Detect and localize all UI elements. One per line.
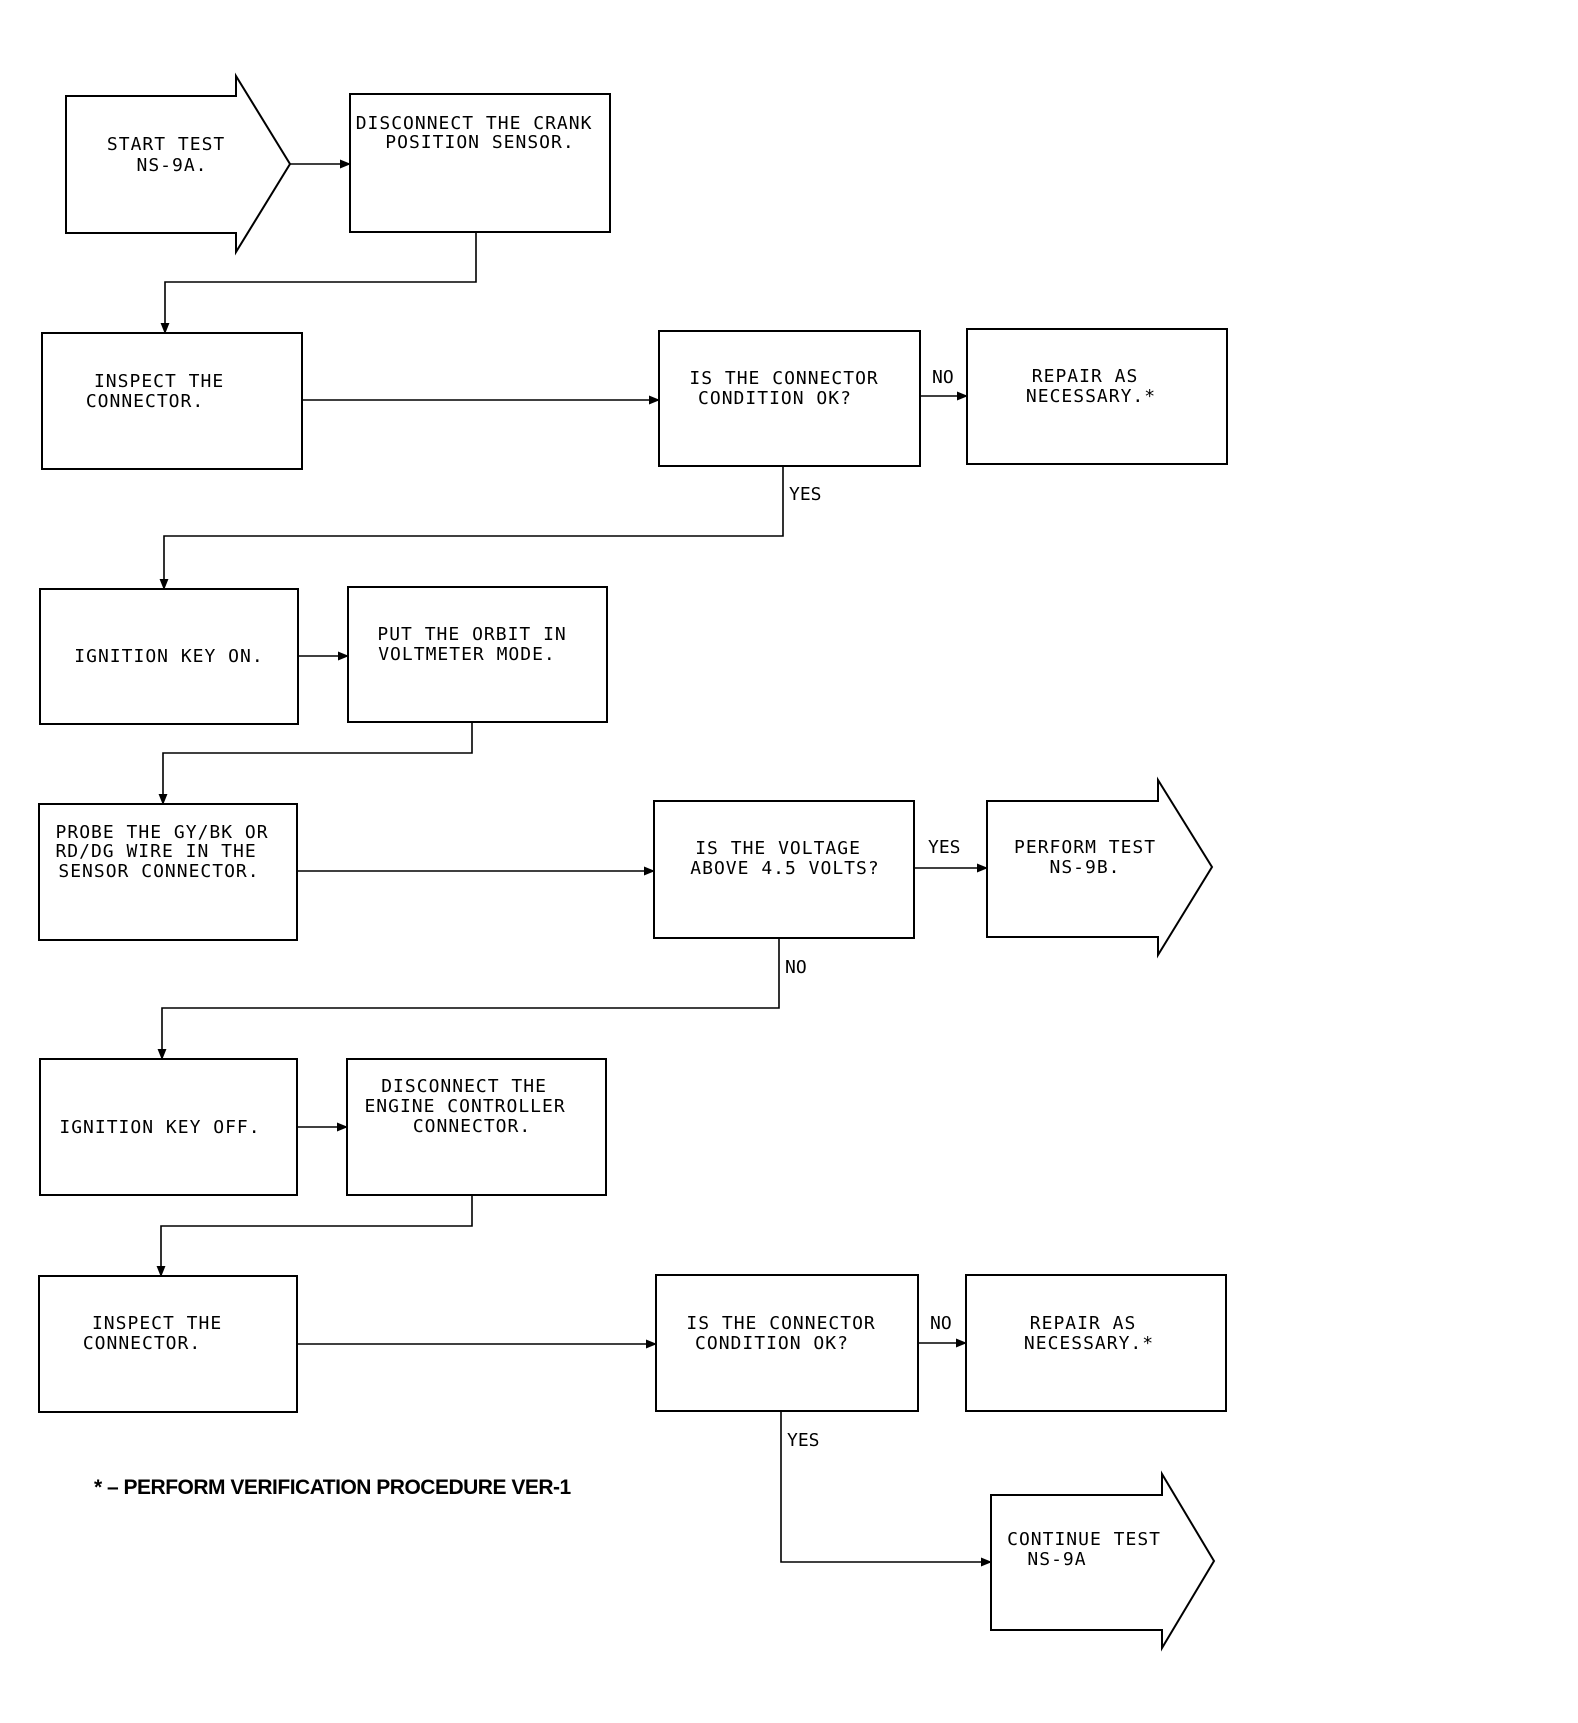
ignition-off-text: IGNITION KEY OFF. (59, 1117, 260, 1138)
label-voltage-no: NO (785, 957, 807, 978)
decision-connector-text-2: IS THE CONNECTOR CONDITION OK? (686, 1313, 887, 1354)
decision-connector-box-1: IS THE CONNECTOR CONDITION OK? (658, 330, 921, 467)
ignition-on-box: IGNITION KEY ON. (39, 588, 299, 725)
footnote: * – PERFORM VERIFICATION PROCEDURE VER-1 (94, 1476, 571, 1499)
repair-box-2: REPAIR AS NECESSARY.* (965, 1274, 1227, 1412)
disconnect-ecm-text: DISCONNECT THE ENGINE CONTROLLER CONNECT… (364, 1076, 577, 1137)
inspect-connector-text-2: INSPECT THE CONNECTOR. (83, 1313, 234, 1354)
decision-voltage-box: IS THE VOLTAGE ABOVE 4.5 VOLTS? (653, 800, 915, 939)
disconnect-crank-text: DISCONNECT THE CRANK POSITION SENSOR. (356, 113, 605, 153)
put-orbit-text: PUT THE ORBIT IN VOLTMETER MODE. (377, 624, 578, 665)
inspect-connector-box-2: INSPECT THE CONNECTOR. (38, 1275, 298, 1413)
repair-box-1: REPAIR AS NECESSARY.* (966, 328, 1228, 465)
decision-connector-box-2: IS THE CONNECTOR CONDITION OK? (655, 1274, 919, 1412)
continue-test-9a-text: CONTINUE TEST NS-9A (1007, 1529, 1173, 1570)
probe-text: PROBE THE GY/BK OR RD/DG WIRE IN THE SEN… (55, 822, 280, 882)
ignition-on-text: IGNITION KEY ON. (74, 646, 263, 667)
connector-orbit-to-probe (158, 722, 473, 806)
connector-voltage-no (157, 938, 780, 1061)
label-decision-1-yes: YES (789, 484, 822, 505)
disconnect-crank-box: DISCONNECT THE CRANK POSITION SENSOR. (349, 93, 611, 233)
repair-text-2: REPAIR AS NECESSARY.* (1024, 1313, 1154, 1354)
decision-voltage-text: IS THE VOLTAGE ABOVE 4.5 VOLTS? (690, 838, 879, 879)
label-decision-1-no: NO (932, 367, 954, 388)
connector-disconnect-to-inspect (160, 232, 477, 335)
connectors (156, 159, 993, 1567)
put-orbit-box: PUT THE ORBIT IN VOLTMETER MODE. (347, 586, 608, 723)
perform-test-9b-text: PERFORM TEST NS-9B. (1014, 837, 1168, 878)
connector-decision-1-yes (159, 466, 784, 591)
repair-text-1: REPAIR AS NECESSARY.* (1026, 366, 1156, 407)
ignition-off-box: IGNITION KEY OFF. (39, 1058, 298, 1196)
label-voltage-yes: YES (928, 837, 961, 858)
start-text: START TEST NS-9A. (107, 134, 237, 176)
connector-decision-2-yes (780, 1411, 993, 1567)
label-decision-2-yes: YES (787, 1430, 820, 1451)
perform-test-9b-arrow: PERFORM TEST NS-9B. (986, 776, 1214, 959)
decision-connector-text-1: IS THE CONNECTOR CONDITION OK? (689, 368, 890, 409)
probe-box: PROBE THE GY/BK OR RD/DG WIRE IN THE SEN… (38, 803, 298, 941)
label-decision-2-no: NO (930, 1313, 952, 1334)
continue-test-9a-arrow: CONTINUE TEST NS-9A (990, 1470, 1216, 1652)
inspect-connector-box-1: INSPECT THE CONNECTOR. (41, 332, 303, 470)
start-arrow: START TEST NS-9A. (65, 72, 292, 256)
disconnect-ecm-box: DISCONNECT THE ENGINE CONTROLLER CONNECT… (346, 1058, 607, 1196)
inspect-connector-text-1: INSPECT THE CONNECTOR. (86, 371, 236, 412)
connector-ecm-to-inspect (156, 1195, 473, 1278)
